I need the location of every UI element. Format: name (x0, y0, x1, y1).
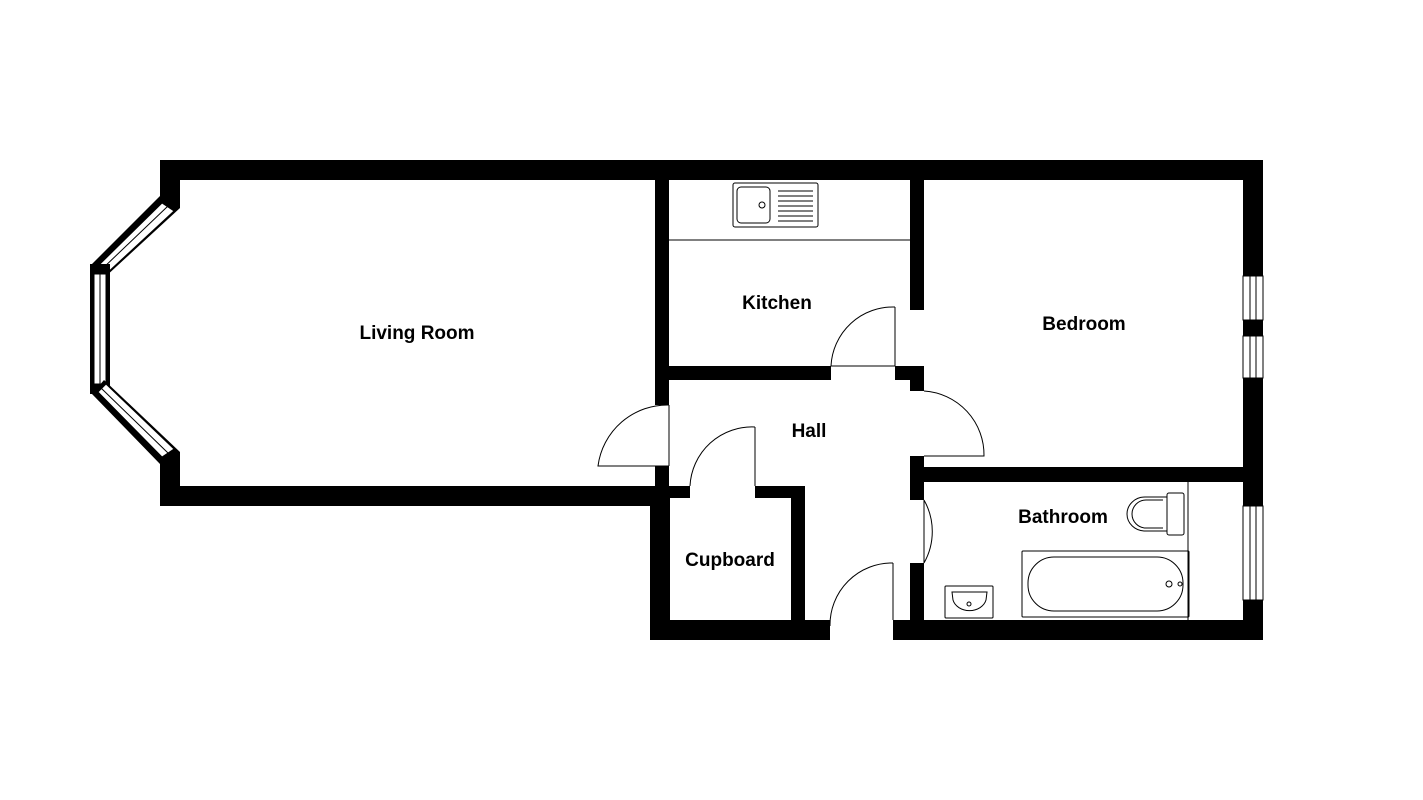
wall-cupboard-right (791, 486, 805, 622)
label-kitchen: Kitchen (742, 293, 812, 314)
bathroom-door (923, 499, 933, 564)
wall-top (160, 160, 1263, 180)
bathroom-fixtures (944, 482, 1190, 620)
walls (160, 160, 1263, 640)
wall-bathroom-left-upper (910, 482, 924, 500)
wall-right-c (1243, 378, 1263, 506)
label-living-room: Living Room (359, 323, 474, 344)
label-cupboard: Cupboard (685, 550, 775, 571)
bedroom-window-upper (1242, 275, 1264, 321)
wall-living-left-upper (160, 160, 180, 208)
basin-icon (944, 585, 994, 619)
bay-window-lower-glass (97, 383, 175, 458)
kitchen-fixtures (669, 182, 910, 241)
wall-kitchen-bottom (655, 366, 831, 380)
wall-right-a (1243, 160, 1263, 276)
wall-bedroom-left-lower (910, 456, 924, 470)
wall-bottom-right (893, 620, 1263, 640)
wall-bedroom-bathroom (910, 467, 1263, 482)
living-room-door (597, 404, 670, 467)
label-bedroom: Bedroom (1042, 314, 1125, 335)
cupboard-door (689, 426, 756, 487)
bedroom-window-lower (1242, 335, 1264, 379)
kitchen-sink (732, 182, 819, 228)
bath-icon (1021, 550, 1190, 618)
wall-cupboard-left (650, 486, 670, 640)
front-door (829, 562, 894, 627)
bay-window-upper-glass (97, 202, 175, 275)
bathroom-window (1242, 505, 1264, 601)
wall-bedroom-left (910, 366, 924, 391)
wall-cupboard-top-left (650, 486, 690, 498)
wall-right-b (1243, 320, 1263, 336)
label-bathroom: Bathroom (1018, 507, 1108, 528)
wall-living-bottom (160, 486, 657, 506)
kitchen-door (830, 306, 896, 367)
toilet-icon (1126, 492, 1185, 536)
label-hall: Hall (792, 421, 827, 442)
doors (597, 306, 985, 627)
wall-kitchen-bedroom (910, 160, 924, 310)
wall-bottom-left (650, 620, 830, 640)
wall-living-kitchen (655, 160, 669, 405)
bedroom-door (923, 390, 985, 457)
right-windows (1242, 275, 1264, 601)
bay-window (90, 196, 180, 464)
wall-bathroom-left-lower (910, 563, 924, 640)
room-labels: Living Room Kitchen Bedroom Hall Bathroo… (359, 293, 1125, 571)
